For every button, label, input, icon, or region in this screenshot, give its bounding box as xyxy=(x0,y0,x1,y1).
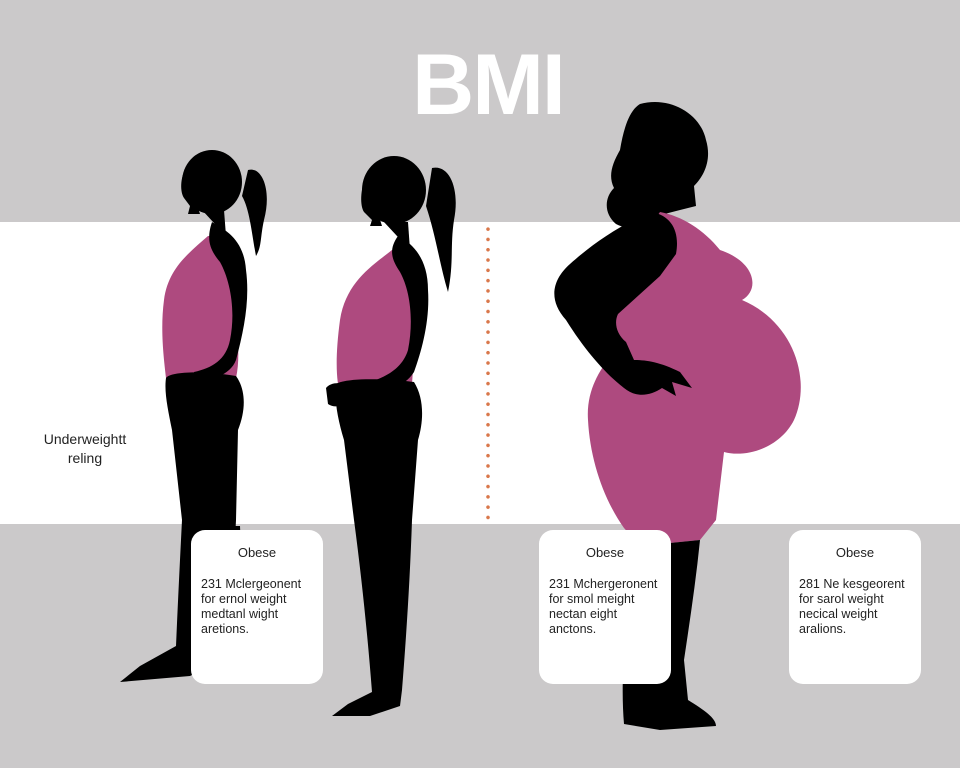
card-body: 281 Ne kesgeorent for sarol weight necic… xyxy=(799,577,911,637)
dotted-divider xyxy=(486,224,490,522)
card-line: aretions. xyxy=(201,622,249,636)
card-title: Obese xyxy=(835,545,875,560)
middle-white-band xyxy=(0,222,960,524)
card-line: medtanl wight xyxy=(201,607,279,621)
page-title: BMI xyxy=(412,37,566,133)
card-title: Obese xyxy=(585,545,625,560)
side-label-line-2: reling xyxy=(67,450,103,466)
card-line: for sarol weight xyxy=(799,592,884,606)
woman-silhouette-icon xyxy=(326,156,456,716)
card-line: anctons. xyxy=(549,622,597,636)
card-line: 231 Mchergeronent xyxy=(549,577,658,591)
side-label: Underweightt reling xyxy=(20,430,150,468)
card-line: for ernol weight xyxy=(201,592,287,606)
woman-silhouette-icon xyxy=(554,101,801,730)
card-line: 231 Mclеrgeonent xyxy=(201,577,302,591)
card-line: aralions. xyxy=(799,622,847,636)
top-gray-band xyxy=(0,0,960,222)
card-title: Obese xyxy=(237,545,277,560)
card-line: necical weight xyxy=(799,607,878,621)
info-card: Obese 281 Ne kesgeorent for sarol weight… xyxy=(789,530,921,684)
card-line: 281 Ne kesgeorent xyxy=(799,577,905,591)
card-line: for smol meight xyxy=(549,592,635,606)
side-label-line-1: Underweightt xyxy=(43,431,127,447)
card-body: 231 Mchergeronent for smol meight nectan… xyxy=(549,577,661,637)
card-body: 231 Mclеrgeonent for ernol weight medtan… xyxy=(201,577,313,637)
info-card: Obese 231 Mchergeronent for smol meight … xyxy=(539,530,671,684)
info-card: Obese 231 Mclеrgeonent for ernol weight … xyxy=(191,530,323,684)
card-line: nectan eight xyxy=(549,607,618,621)
